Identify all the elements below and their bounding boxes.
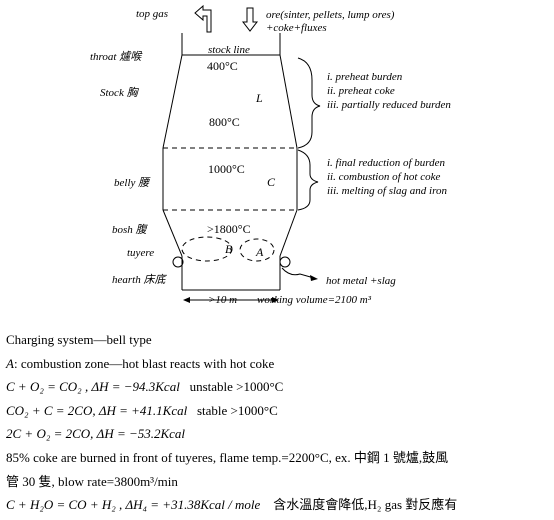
tap-hole-arrowhead (310, 275, 318, 281)
temp-1000: 1000°C (208, 162, 245, 176)
charging-system-line: Charging system—bell type (6, 332, 152, 347)
tap-hole-arrow (281, 267, 315, 279)
blast-furnace-diagram: top gas ore(sinter, pellets, lump ores) … (90, 4, 451, 306)
lower-zone-item-1: i. final reduction of burden (327, 157, 446, 169)
width-arrow-right (272, 297, 279, 303)
temp-1800: >1800°C (207, 222, 251, 236)
upper-zone-item-3: iii. partially reduced burden (327, 99, 451, 111)
throat-label: throat 爐喉 (90, 50, 143, 63)
coke-burn-paragraph-line-1: 85% coke are burned in front of tuyeres,… (6, 449, 449, 465)
stock-line-label: stock line (208, 44, 250, 56)
equation-2-note: stable >1000°C (196, 402, 278, 418)
equation-2: CO₂ + C = 2CO, ΔH = +41.1Kcal (6, 402, 188, 418)
temp-800: 800°C (209, 115, 240, 129)
equation-1-line: C + O₂ = CO₂ , ΔH = −94.3Kcal unstable >… (6, 375, 551, 399)
equation-2-line: CO₂ + C = 2CO, ΔH = +41.1Kcal stable >10… (6, 399, 551, 423)
equation-4-note: 含水溫度會降低,H₂ gas 對反應有 (273, 497, 458, 513)
zone-b-letter: B (225, 242, 233, 256)
equation-3: 2C + O₂ = 2CO, ΔH = −53.2Kcal (6, 426, 186, 442)
belly-label: belly 腰 (114, 177, 151, 189)
equation-1: C + O₂ = CO₂ , ΔH = −94.3Kcal (6, 379, 180, 395)
zone-c-letter: C (267, 175, 276, 189)
working-volume-label: working volume=2100 m³ (257, 294, 372, 306)
upper-zone-item-1: i. preheat burden (327, 71, 403, 83)
left-tuyere (172, 256, 184, 268)
hearth-label: hearth 床底 (112, 273, 167, 286)
bosh-label: bosh 腹 (112, 223, 149, 236)
zone-a-ref: A (6, 355, 14, 371)
temp-400: 400°C (207, 59, 238, 73)
equation-1-note: unstable >1000°C (189, 379, 284, 395)
upper-zone-item-2: ii. preheat coke (327, 85, 395, 97)
equation-4: C + H₂O = CO + H₂ , ΔH₄ = +31.38Kcal / m… (6, 497, 261, 513)
lower-zone-item-2: ii. combustion of hot coke (327, 171, 440, 183)
coke-burn-paragraph-line-2: 管 30 隻, blow rate=3800m³/min (6, 473, 178, 489)
ore-label-line1: ore(sinter, pellets, lump ores) (266, 9, 395, 21)
top-gas-label: top gas (136, 8, 168, 20)
zone-a-letter: A (255, 245, 264, 259)
lower-zone-brace (297, 149, 319, 211)
tuyere-label: tuyere (127, 247, 154, 259)
zone-l-letter: L (255, 91, 263, 105)
equation-3-line: 2C + O₂ = 2CO, ΔH = −53.2Kcal (6, 422, 551, 446)
notes-section: Charging system—bell type A: combustion … (6, 328, 551, 517)
ore-feed-arrow (241, 7, 259, 32)
hot-metal-label: hot metal +slag (326, 275, 396, 287)
width-label: >10 m (208, 294, 237, 306)
top-gas-arrow (194, 4, 212, 33)
combustion-zone-line: A: combustion zone—hot blast reacts with… (6, 352, 551, 376)
combustion-zone-text: : combustion zone—hot blast reacts with … (13, 355, 275, 371)
stock-label: Stock 胸 (100, 86, 140, 99)
combustion-zone-left (181, 236, 233, 262)
upper-zone-brace (297, 57, 321, 149)
equation-4-line: C + H₂O = CO + H₂ , ΔH₄ = +31.38Kcal / m… (6, 493, 551, 517)
lower-zone-item-3: iii. melting of slag and iron (327, 185, 447, 197)
combustion-zone-right (239, 238, 275, 262)
right-tuyere (279, 256, 291, 268)
width-arrow-left (183, 297, 190, 303)
ore-label-line2: +coke+fluxes (266, 22, 327, 34)
